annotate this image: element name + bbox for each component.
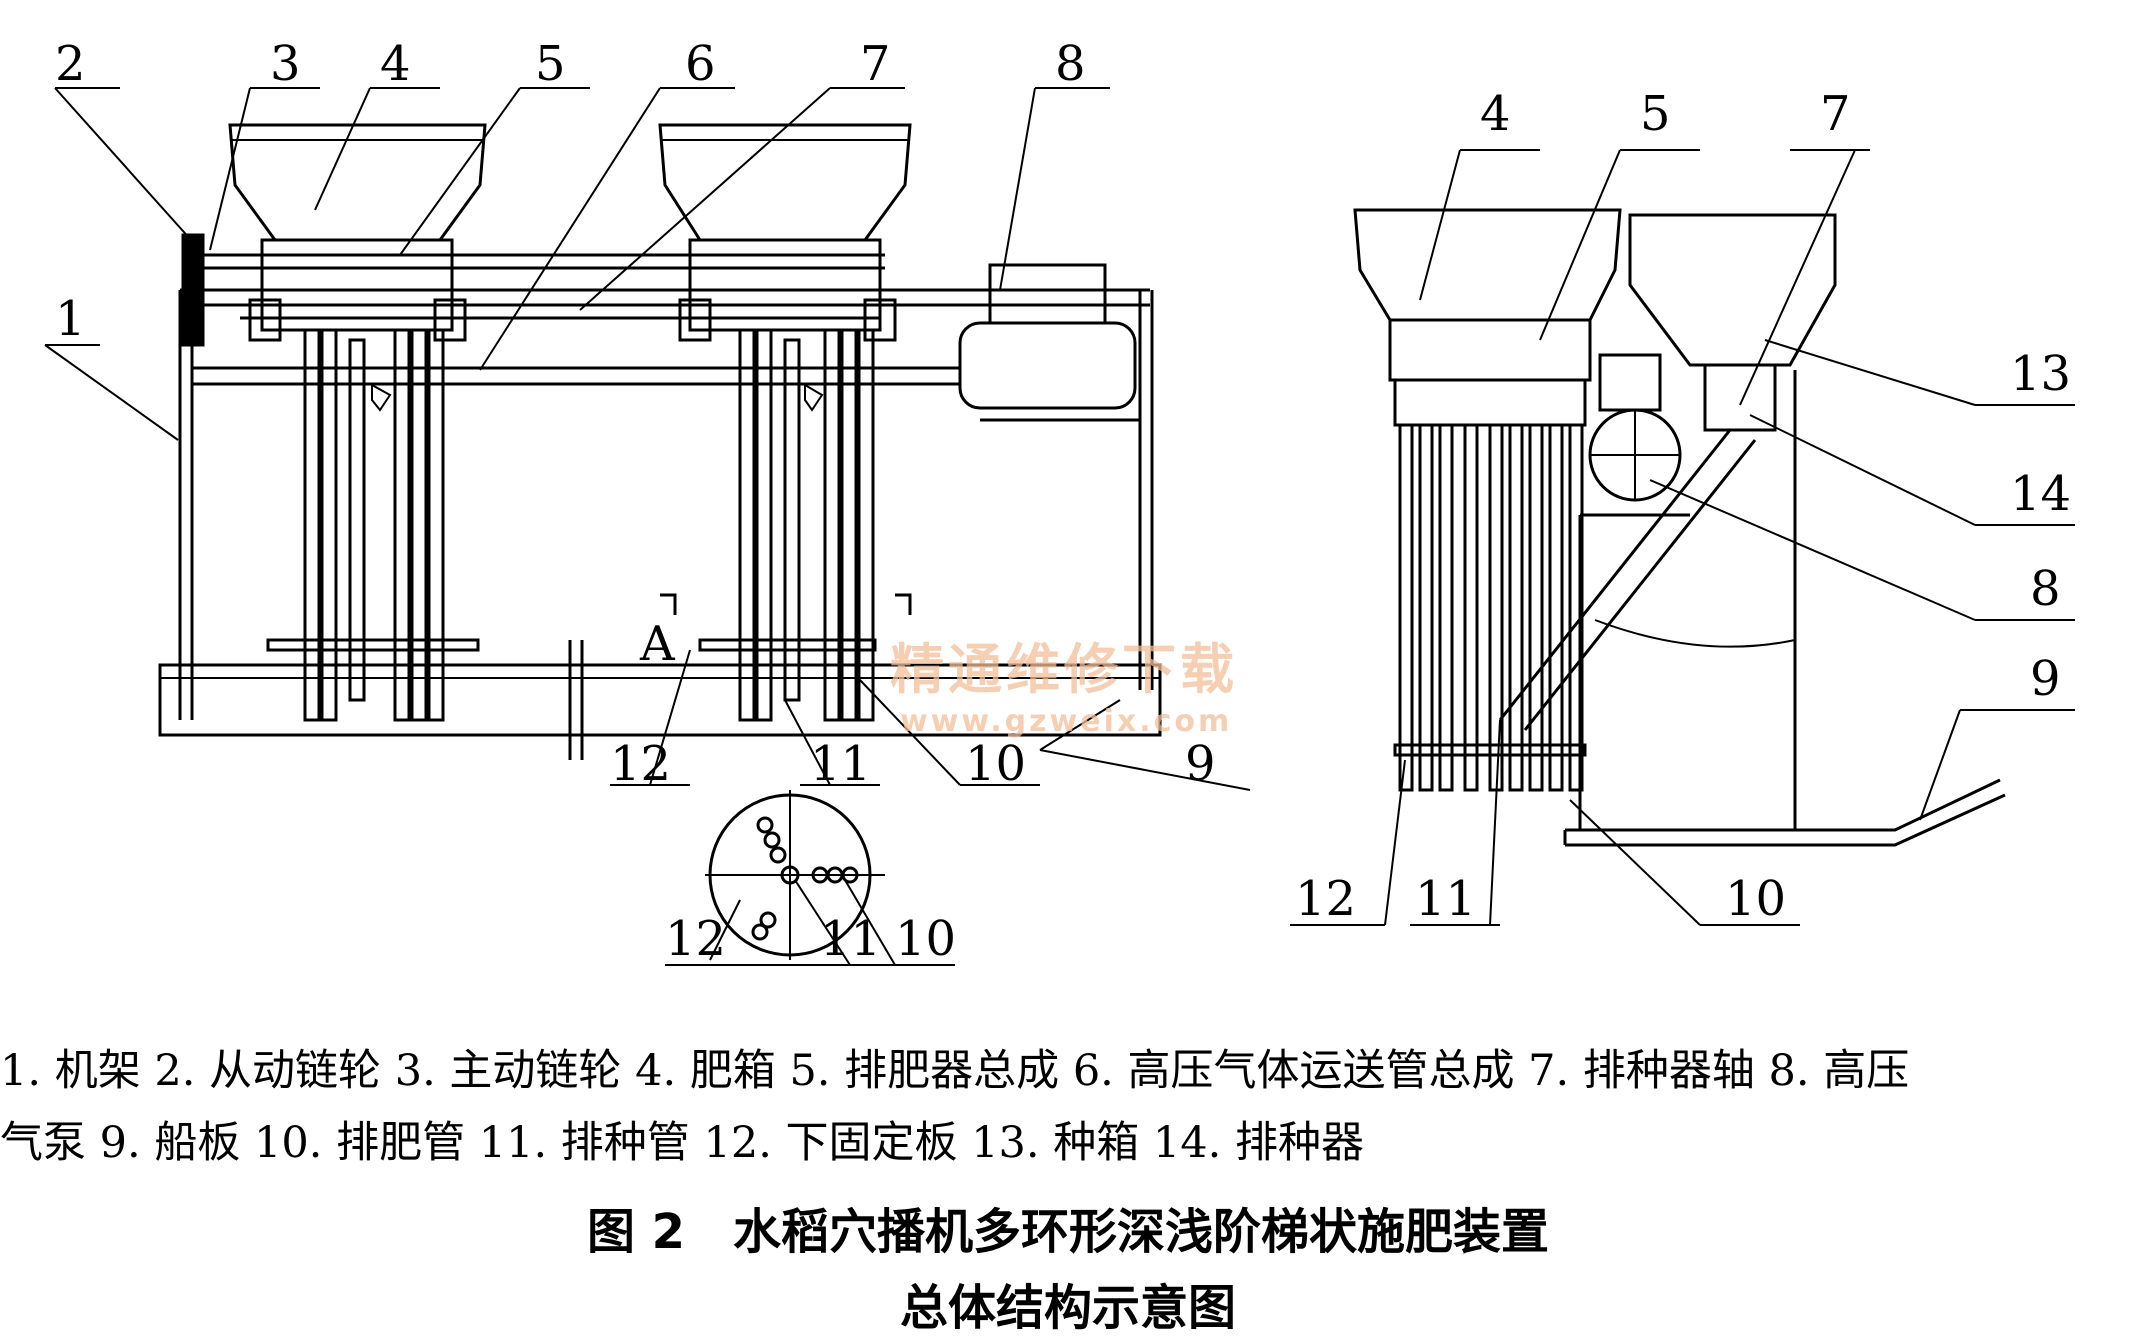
legend-line-2: 气泵 9. 船板 10. 排肥管 11. 排种管 12. 下固定板 13. 种箱… bbox=[0, 1118, 1364, 1168]
label-side-14: 14 bbox=[2010, 466, 2071, 522]
label-side-13: 13 bbox=[2010, 346, 2071, 402]
section-view: 12 11 10 bbox=[665, 790, 956, 967]
label-front-8: 8 bbox=[1055, 36, 1086, 92]
label-side-5: 5 bbox=[1640, 86, 1671, 142]
label-front-11: 11 bbox=[810, 736, 871, 792]
label-front-6: 6 bbox=[685, 36, 716, 92]
label-front-3: 3 bbox=[270, 36, 301, 92]
label-side-11: 11 bbox=[1415, 871, 1476, 927]
label-front-10: 10 bbox=[965, 736, 1026, 792]
label-side-9: 9 bbox=[2030, 651, 2061, 707]
structure-diagram: 2 3 4 5 6 7 8 1 9 10 11 12 A 12 11 10 bbox=[44, 36, 2075, 967]
label-side-10: 10 bbox=[1725, 871, 1786, 927]
label-side-8: 8 bbox=[2030, 561, 2061, 617]
figure-caption-line-1: 图 2 水稻穴播机多环形深浅阶梯状施肥装置 bbox=[586, 1204, 1550, 1260]
label-front-1: 1 bbox=[55, 291, 86, 347]
front-view: 2 3 4 5 6 7 8 1 9 10 11 12 A bbox=[44, 36, 1251, 792]
label-front-7: 7 bbox=[860, 36, 891, 92]
label-front-12: 12 bbox=[610, 736, 671, 792]
side-view: 4 5 7 13 14 8 9 10 11 12 bbox=[1290, 86, 2075, 927]
label-front-2: 2 bbox=[55, 36, 86, 92]
label-side-4: 4 bbox=[1480, 86, 1511, 142]
label-front-4: 4 bbox=[380, 36, 411, 92]
legend: 1. 机架 2. 从动链轮 3. 主动链轮 4. 肥箱 5. 排肥器总成 6. … bbox=[0, 1035, 2136, 1179]
label-section-12: 12 bbox=[665, 911, 726, 967]
label-side-7: 7 bbox=[1820, 86, 1851, 142]
legend-line-1: 1. 机架 2. 从动链轮 3. 主动链轮 4. 肥箱 5. 排肥器总成 6. … bbox=[0, 1046, 1910, 1096]
section-mark-a: A bbox=[639, 616, 676, 672]
figure-caption-line-2: 总体结构示意图 bbox=[899, 1280, 1236, 1336]
label-front-5: 5 bbox=[535, 36, 566, 92]
label-side-12: 12 bbox=[1295, 871, 1356, 927]
watermark-url: www.gzweix.com bbox=[900, 704, 1233, 739]
watermark-cn: 精通维修下载 bbox=[890, 638, 1238, 701]
label-front-9: 9 bbox=[1185, 736, 1216, 792]
label-section-10: 10 bbox=[895, 911, 956, 967]
watermark: 精通维修下载 www.gzweix.com bbox=[890, 625, 1238, 739]
label-section-11: 11 bbox=[820, 911, 881, 967]
